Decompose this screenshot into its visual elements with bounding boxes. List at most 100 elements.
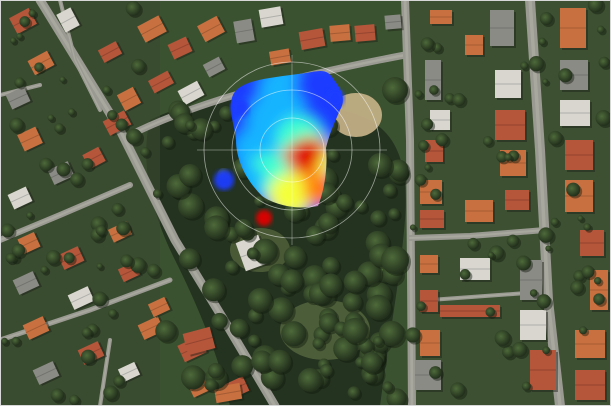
tree-canopy bbox=[354, 200, 368, 213]
road-east-crossing-centerline bbox=[408, 228, 547, 240]
tree-canopy bbox=[106, 109, 118, 121]
tree-canopy bbox=[113, 375, 125, 387]
tree-canopy bbox=[283, 245, 306, 269]
tree-canopy bbox=[207, 362, 224, 379]
range-ring bbox=[259, 117, 325, 183]
tree-canopy bbox=[418, 140, 429, 151]
building bbox=[430, 10, 454, 26]
tree-canopy bbox=[452, 93, 466, 107]
tree-canopy bbox=[593, 276, 602, 285]
tree-canopy bbox=[26, 211, 34, 219]
tree-canopy bbox=[268, 349, 292, 373]
tree-canopy bbox=[595, 110, 611, 126]
tree-canopy bbox=[381, 246, 409, 274]
tree-canopy bbox=[420, 118, 434, 131]
building-roof bbox=[167, 36, 193, 60]
road-diagonal-west-centerline bbox=[38, 0, 277, 406]
tree-canopy bbox=[179, 164, 201, 186]
building-roof bbox=[430, 110, 450, 130]
building-roof bbox=[560, 8, 586, 48]
playground-clearing bbox=[330, 93, 382, 137]
range-ring bbox=[203, 61, 381, 239]
tree-canopy bbox=[405, 327, 421, 343]
tree-canopy bbox=[358, 338, 374, 354]
tree-canopy bbox=[542, 346, 551, 355]
tree-canopy bbox=[204, 215, 229, 240]
tree-canopy bbox=[47, 114, 55, 122]
tree-canopy bbox=[280, 269, 303, 292]
building bbox=[7, 186, 36, 211]
building-roof bbox=[32, 361, 60, 385]
tree-canopy bbox=[50, 388, 65, 402]
tree-canopy bbox=[312, 337, 325, 350]
roof-ridge bbox=[20, 238, 38, 248]
building bbox=[575, 370, 607, 402]
tree-canopy bbox=[59, 76, 66, 83]
roof-ridge bbox=[120, 367, 138, 377]
roof-ridge bbox=[120, 94, 138, 104]
tree-canopy bbox=[246, 247, 259, 260]
tree-canopy bbox=[372, 335, 384, 347]
building bbox=[116, 86, 144, 112]
building-roof bbox=[258, 6, 284, 28]
building-roof bbox=[384, 14, 402, 30]
tree-canopy bbox=[382, 183, 397, 197]
building-roof bbox=[520, 310, 546, 340]
building bbox=[137, 15, 170, 44]
tree-canopy bbox=[146, 263, 161, 278]
tree-canopy bbox=[485, 307, 496, 317]
tree-canopy bbox=[545, 245, 552, 252]
tree-canopy bbox=[251, 350, 273, 373]
tree-canopy bbox=[67, 108, 76, 116]
building bbox=[202, 56, 228, 79]
heatmap-outlier-points bbox=[214, 89, 344, 226]
roof-ridge bbox=[170, 43, 190, 53]
building bbox=[520, 310, 548, 342]
building-roof bbox=[565, 140, 593, 170]
roof-ridge bbox=[35, 367, 57, 379]
tree-canopy bbox=[54, 123, 65, 133]
building bbox=[495, 110, 527, 142]
tree-canopy bbox=[570, 280, 585, 295]
tree-canopy bbox=[429, 85, 439, 95]
tree-canopy bbox=[494, 330, 511, 346]
tree-canopy bbox=[81, 327, 92, 338]
tree-canopy bbox=[496, 151, 508, 163]
tree-canopy bbox=[155, 320, 177, 342]
building-roof bbox=[580, 230, 604, 256]
tree-canopy bbox=[39, 157, 53, 172]
building bbox=[530, 350, 558, 392]
roof-ridge bbox=[354, 31, 376, 35]
building-roof bbox=[298, 28, 326, 50]
tree-canopy bbox=[111, 202, 124, 216]
building bbox=[465, 35, 485, 57]
building bbox=[233, 18, 258, 46]
range-ring bbox=[231, 89, 353, 211]
heat-spot bbox=[300, 138, 324, 162]
tree-canopy bbox=[420, 37, 434, 51]
roof-ridge bbox=[10, 193, 30, 203]
tree-canopy bbox=[161, 135, 174, 149]
tree-canopy bbox=[382, 77, 408, 103]
tree-canopy bbox=[11, 336, 21, 346]
tree-canopy bbox=[19, 16, 31, 27]
tree-canopy bbox=[504, 153, 512, 161]
tree-canopy bbox=[211, 312, 228, 330]
building-roof bbox=[530, 350, 556, 390]
tree-canopy bbox=[539, 11, 553, 26]
tree-canopy bbox=[516, 255, 532, 271]
tree-canopy bbox=[386, 388, 407, 406]
tree-canopy bbox=[120, 254, 134, 268]
building-roof bbox=[147, 296, 171, 318]
building bbox=[17, 126, 46, 153]
tree-canopy bbox=[5, 252, 16, 264]
roof-ridge bbox=[205, 62, 223, 72]
building bbox=[67, 286, 98, 311]
tree-canopy bbox=[40, 265, 49, 274]
tree-canopy bbox=[92, 291, 108, 307]
tree-canopy bbox=[252, 238, 278, 264]
tree-canopy bbox=[429, 366, 442, 379]
